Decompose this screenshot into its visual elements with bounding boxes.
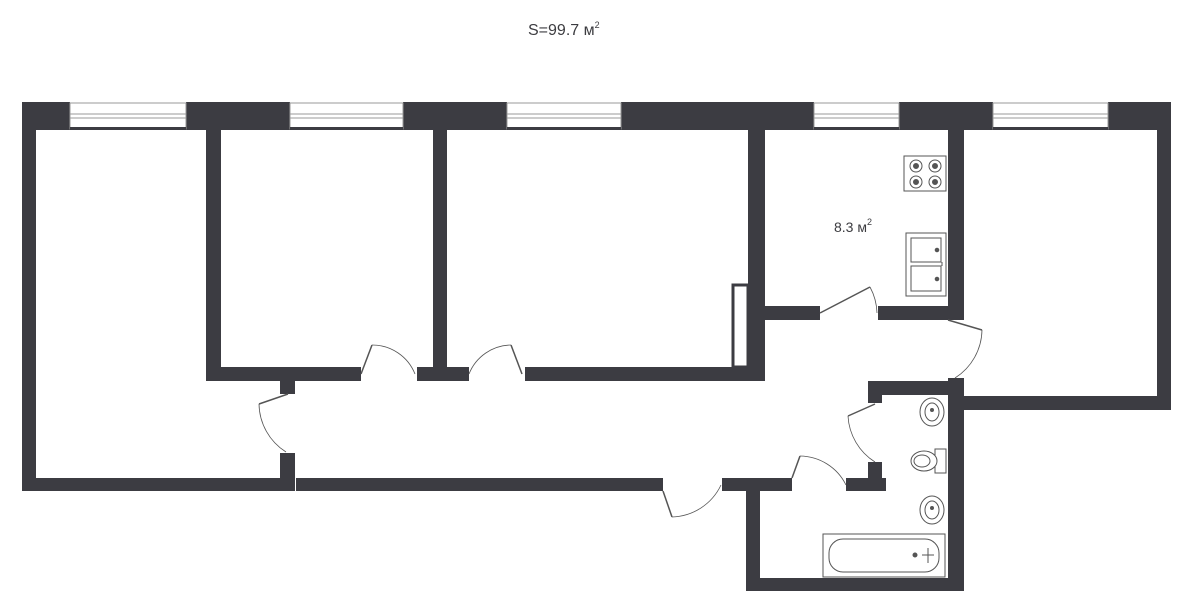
bathtub-icon <box>822 533 946 578</box>
window <box>69 102 187 130</box>
wall-right <box>1157 102 1171 410</box>
total-area-value: S=99.7 м <box>528 22 595 39</box>
total-area-label: S=99.7 м2 <box>528 20 600 40</box>
wall-segment <box>899 102 993 130</box>
wall-bottom <box>296 478 663 491</box>
window <box>506 102 622 130</box>
toilet-icon <box>910 448 947 474</box>
partition-wall <box>433 118 447 381</box>
walls <box>22 102 1171 591</box>
door-jamb <box>280 453 295 491</box>
wall-left <box>22 102 36 491</box>
kitchen-area-label: 8.3 м2 <box>834 217 872 235</box>
partition-wall <box>525 367 765 381</box>
partition-wall <box>206 118 221 381</box>
window <box>813 102 900 130</box>
partition-wall <box>746 478 760 591</box>
door-jamb <box>280 377 295 394</box>
partition-wall <box>748 118 765 381</box>
wall-bottom <box>22 478 281 491</box>
door <box>468 344 523 375</box>
wall-segment <box>621 102 814 130</box>
kitchen-sink-icon <box>905 232 947 297</box>
partition-wall <box>868 381 964 395</box>
window <box>289 102 404 130</box>
partition-wall <box>868 381 882 403</box>
bathroom-sink-icon <box>919 495 945 525</box>
door <box>847 403 876 463</box>
doors <box>258 286 983 518</box>
windows <box>69 102 1109 130</box>
door <box>791 455 847 486</box>
partition-wall <box>948 396 1171 410</box>
partition-wall <box>748 306 820 320</box>
partition-wall <box>948 378 964 591</box>
total-area-unit-exponent: 2 <box>594 20 600 30</box>
partition-wall <box>868 462 882 491</box>
door <box>258 393 289 453</box>
kitchen-area-unit-exponent: 2 <box>866 217 872 227</box>
bathroom-sink-icon <box>919 397 945 427</box>
partition-wall <box>746 578 964 591</box>
partition-wall <box>878 306 948 320</box>
closet <box>731 283 750 369</box>
wall-segment <box>186 102 290 130</box>
wall-segment <box>403 102 507 130</box>
door <box>360 344 416 375</box>
door <box>947 319 983 379</box>
kitchen-area-value: 8.3 м <box>834 219 867 235</box>
partition-wall <box>206 367 361 381</box>
door <box>819 286 878 314</box>
door <box>662 484 722 518</box>
partition-wall <box>948 118 964 320</box>
stove-icon <box>903 155 947 192</box>
window <box>992 102 1109 130</box>
